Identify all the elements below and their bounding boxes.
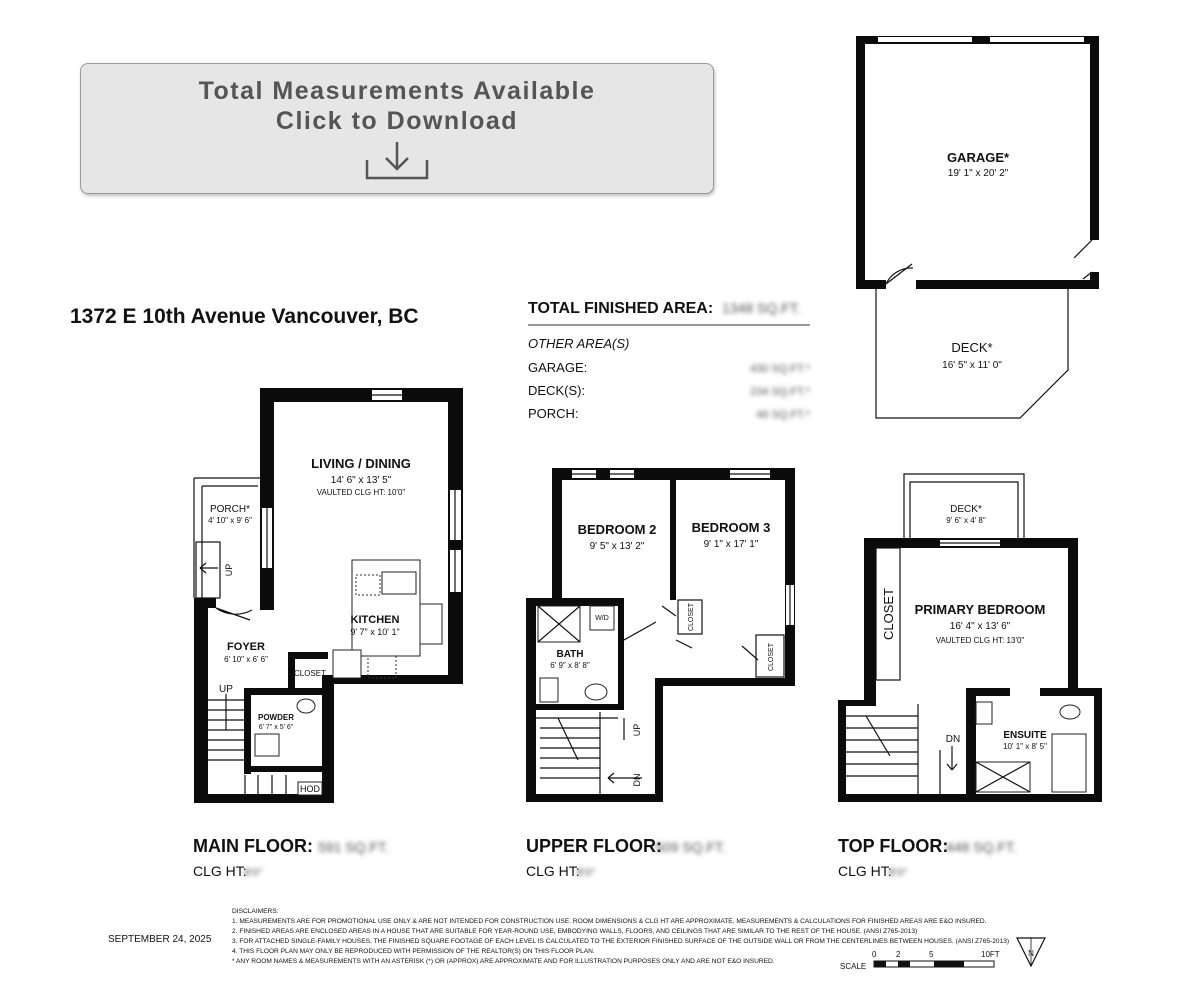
room-labels: GARAGE* 19' 1" x 20' 2" DECK* 16' 5" x 1… bbox=[208, 150, 1047, 794]
download-banner-line2: Click to Download bbox=[275, 107, 519, 135]
main-closet-label: CLOSET bbox=[294, 669, 326, 678]
upper-closet-label-2: CLOSET bbox=[768, 642, 775, 671]
garage-area-value: 430 SQ.FT.* bbox=[750, 363, 811, 375]
upper-floor-plan bbox=[526, 468, 795, 802]
floor-labels: MAIN FLOOR: 591 SQ.FT. CLG HT: 8'0" UPPE… bbox=[193, 836, 1017, 879]
porch-area-label: PORCH: bbox=[528, 406, 579, 421]
bedroom3-dims: 9' 1" x 17' 1" bbox=[704, 539, 759, 550]
kitchen-dims: 9' 7" x 10' 1" bbox=[350, 627, 399, 637]
ensuite-dims: 10' 1" x 8' 5" bbox=[1003, 742, 1047, 751]
scale-tick-10: 10FT bbox=[981, 950, 1000, 959]
top-floor-clg-label: CLG HT: bbox=[838, 863, 892, 879]
deck-area-label: DECK(S): bbox=[528, 383, 585, 398]
garage-name: GARAGE* bbox=[947, 150, 1010, 165]
porch-area-value: 46 SQ.FT.* bbox=[756, 409, 811, 421]
scale-label: SCALE bbox=[840, 962, 866, 971]
main-stair-up: UP bbox=[219, 684, 233, 695]
north-arrow-icon: N bbox=[1016, 937, 1046, 968]
primary-dims: 16' 4" x 13' 6" bbox=[950, 621, 1011, 632]
porch-name: PORCH* bbox=[210, 504, 250, 515]
ensuite-name: ENSUITE bbox=[1003, 730, 1047, 741]
upper-floor-clg-label: CLG HT: bbox=[526, 863, 580, 879]
disclaimer-heading: DISCLAIMERS: bbox=[232, 908, 279, 915]
upper-stair-up: UP bbox=[632, 724, 642, 737]
deck-rear-dims: 16' 5" x 11' 0" bbox=[942, 360, 1002, 371]
upper-stair-dn: DN bbox=[632, 774, 642, 787]
deck-top-dims: 9' 6" x 4' 8" bbox=[946, 516, 986, 525]
upper-floor-clg-value: 8'0" bbox=[577, 867, 595, 879]
powder-name: POWDER bbox=[258, 713, 294, 722]
scale-tick-5: 5 bbox=[929, 950, 934, 959]
total-area-value: 1348 SQ.FT. bbox=[722, 300, 801, 316]
garage-area-label: GARAGE: bbox=[528, 360, 587, 375]
main-floor-clg-value: 8'0" bbox=[244, 867, 262, 879]
hod-label: HOD bbox=[300, 784, 321, 794]
bath-dims: 6' 9" x 8' 8" bbox=[550, 661, 590, 670]
disclaimer-line2: 2. FINISHED AREAS ARE ENCLOSED AREAS IN … bbox=[232, 928, 917, 935]
scale-bar: SCALE 0 2 5 10FT bbox=[840, 950, 1000, 971]
living-name: LIVING / DINING bbox=[311, 456, 411, 471]
disclaimer-line5: * ANY ROOM NAMES & MEASUREMENTS WITH AN … bbox=[232, 958, 775, 965]
rear-deck-outline bbox=[875, 289, 1069, 419]
garage-plan bbox=[856, 36, 1099, 289]
foyer-dims: 6' 10" x 6' 6" bbox=[224, 655, 268, 664]
upper-floor-area: 509 SQ.FT. bbox=[655, 839, 726, 855]
other-areas-heading: OTHER AREA(S) bbox=[528, 336, 629, 351]
top-floor-label: TOP FLOOR: bbox=[838, 836, 948, 856]
main-floor-plan bbox=[193, 388, 463, 803]
disclaimers: DISCLAIMERS: 1. MEASUREMENTS ARE FOR PRO… bbox=[232, 908, 1009, 965]
scale-tick-0: 0 bbox=[872, 950, 877, 959]
powder-dims: 6' 7" x 5' 6" bbox=[259, 724, 294, 731]
primary-name: PRIMARY BEDROOM bbox=[915, 602, 1046, 617]
washer-dryer-label: W/D bbox=[595, 615, 609, 622]
main-floor-area: 591 SQ.FT. bbox=[318, 839, 389, 855]
north-label: N bbox=[1028, 949, 1034, 958]
primary-note: VAULTED CLG HT: 13'0" bbox=[936, 636, 1025, 645]
bedroom3-name: BEDROOM 3 bbox=[692, 520, 771, 535]
download-icon bbox=[365, 142, 429, 180]
download-banner-line1: Total Measurements Available bbox=[198, 77, 596, 105]
disclaimer-line4: 4. THIS FLOOR PLAN MAY ONLY BE REPRODUCE… bbox=[232, 948, 595, 955]
plan-date: SEPTEMBER 24, 2025 bbox=[108, 934, 212, 945]
upper-floor-label: UPPER FLOOR: bbox=[526, 836, 662, 856]
foyer-name: FOYER bbox=[227, 641, 265, 653]
porch-stair-up: UP bbox=[224, 564, 234, 577]
bath-name: BATH bbox=[556, 649, 583, 660]
deck-top-name: DECK* bbox=[950, 504, 982, 515]
bedroom2-name: BEDROOM 2 bbox=[578, 522, 657, 537]
main-floor-clg-label: CLG HT: bbox=[193, 863, 247, 879]
download-measurements-button[interactable]: Total Measurements Available Click to Do… bbox=[80, 63, 714, 194]
deck-area-value: 234 SQ.FT.* bbox=[750, 386, 811, 398]
living-note: VAULTED CLG HT: 10'0" bbox=[317, 488, 406, 497]
top-floor-clg-value: 8'0" bbox=[889, 867, 907, 879]
living-dims: 14' 6" x 13' 5" bbox=[331, 475, 392, 486]
top-stair-dn: DN bbox=[946, 734, 960, 745]
scale-tick-2: 2 bbox=[896, 950, 901, 959]
deck-rear-name: DECK* bbox=[951, 340, 992, 355]
top-floor-area: 448 SQ.FT. bbox=[946, 839, 1017, 855]
porch-dims: 4' 10" x 9' 6" bbox=[208, 516, 252, 525]
total-area-label: TOTAL FINISHED AREA: bbox=[528, 300, 713, 317]
garage-dims: 19' 1" x 20' 2" bbox=[948, 168, 1009, 179]
main-floor-label: MAIN FLOOR: bbox=[193, 836, 313, 856]
kitchen-name: KITCHEN bbox=[351, 614, 400, 626]
primary-closet-label: CLOSET bbox=[881, 588, 896, 640]
disclaimer-line3: 3. FOR ATTACHED SINGLE-FAMILY HOUSES, TH… bbox=[232, 938, 1009, 945]
top-floor-plan bbox=[838, 473, 1102, 802]
bedroom2-dims: 9' 5" x 13' 2" bbox=[590, 541, 645, 552]
area-summary: TOTAL FINISHED AREA: 1348 SQ.FT. OTHER A… bbox=[528, 300, 811, 421]
disclaimer-line1: 1. MEASUREMENTS ARE FOR PROMOTIONAL USE … bbox=[232, 918, 987, 925]
property-address: 1372 E 10th Avenue Vancouver, BC bbox=[70, 305, 419, 328]
upper-closet-label-1: CLOSET bbox=[688, 602, 695, 631]
